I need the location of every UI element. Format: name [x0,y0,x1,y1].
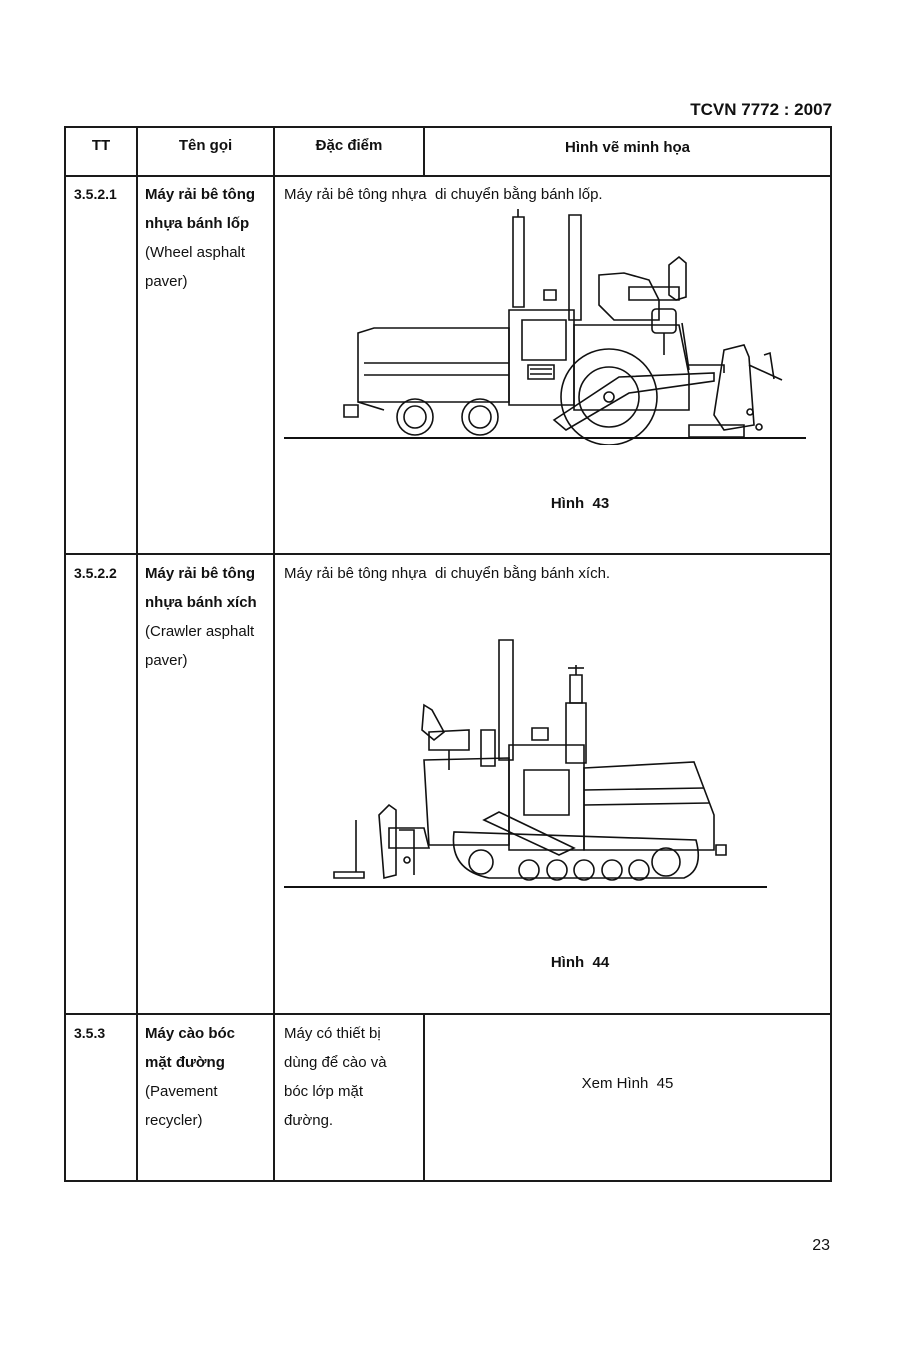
row3-figure-reference: Xem Hình 45 [581,1075,674,1092]
row3-desc-line1: Máy có thiết bị [284,1025,381,1042]
row1-description: Máy rải bê tông nhựa di chuyển bằng bánh… [284,186,603,203]
row3-number: 3.5.3 [74,1025,106,1041]
row3-description: Máy có thiết bị dùng để cào và bóc lớp m… [284,1019,419,1135]
row2-name-vi-line1: Máy rải bê tông [145,565,256,582]
row3-name-vi-line2: mặt đường [145,1054,225,1071]
column-header-features: Đặc điểm [315,137,383,154]
table-rule-col3-header [423,126,425,177]
figure-44-caption: Hình 44 [550,954,610,971]
row1-name-en-line2: paver) [145,273,188,290]
figure-43-caption: Hình 43 [550,495,610,512]
row2-name-en-line2: paver) [145,652,188,669]
row3-desc-line3: bóc lớp mặt [284,1083,364,1100]
table-rule-col1 [136,126,138,1182]
table-rule-col3-row3 [423,1013,425,1182]
table-rule-row2 [64,1013,832,1015]
column-header-illustration: Hình vẽ minh họa [564,139,690,156]
row3-name: Máy cào bóc mặt đường (Pavement recycler… [145,1019,273,1135]
row3-desc-line4: đường. [284,1112,334,1129]
row1-name-vi-line1: Máy rải bê tông [145,186,256,203]
row1-name: Máy rải bê tông nhựa bánh lốp (Wheel asp… [145,180,273,296]
page-number: 23 [812,1237,830,1254]
row2-name-vi-line2: nhựa bánh xích [145,594,257,611]
row2-description: Máy rải bê tông nhựa di chuyển bằng bánh… [284,565,611,582]
column-header-name: Tên gọi [178,137,233,154]
table-rule-bottom [64,1180,832,1182]
row3-name-vi-line1: Máy cào bóc [145,1025,236,1042]
column-header-tt: TT [91,137,111,154]
table-rule-top [64,126,832,128]
row2-number: 3.5.2.2 [74,565,117,581]
row3-desc-line2: dùng để cào và [284,1054,387,1071]
row2-name: Máy rải bê tông nhựa bánh xích (Crawler … [145,559,273,675]
row1-name-vi-line2: nhựa bánh lốp [145,215,250,232]
wheel-asphalt-paver-drawing [284,205,824,445]
crawler-asphalt-paver-drawing [284,630,824,890]
row1-name-en-line1: (Wheel asphalt [145,244,246,261]
row3-name-en-line1: (Pavement [145,1083,218,1100]
document-code: TCVN 7772 : 2007 [690,100,832,119]
row1-number: 3.5.2.1 [74,186,117,202]
table-rule-row1 [64,553,832,555]
table-rule-col2 [273,126,275,1182]
row3-name-en-line2: recycler) [145,1112,203,1129]
table-rule-right [830,126,832,1182]
table-rule-left [64,126,66,1182]
row2-name-en-line1: (Crawler asphalt [145,623,255,640]
table-rule-header [64,175,832,177]
